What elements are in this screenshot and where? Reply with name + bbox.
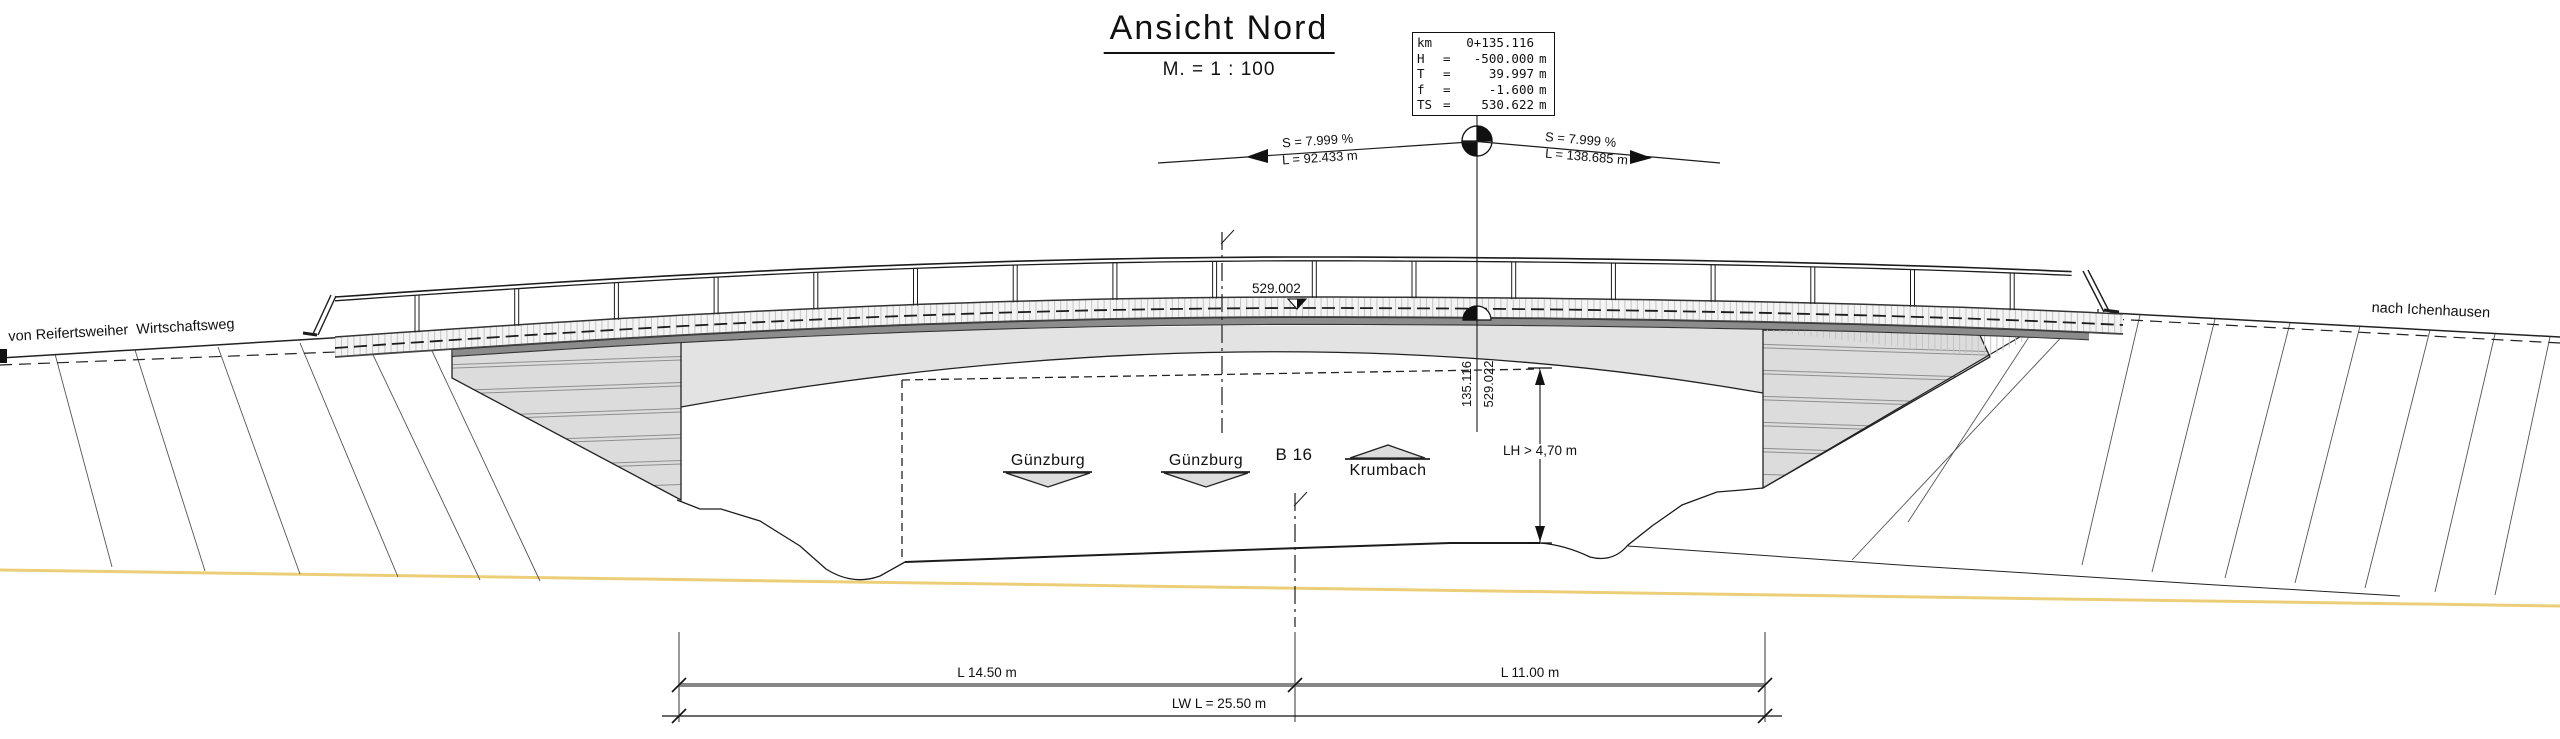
underpass-road <box>676 487 1764 581</box>
superstructure-concrete <box>681 325 1763 407</box>
arrow-guenzburg-2 <box>1163 472 1249 488</box>
gradient-arrow-left <box>1246 149 1268 163</box>
edge-beam <box>452 318 2090 356</box>
destination-arrows <box>1003 444 1430 488</box>
station-value-label: 135.116 <box>1458 360 1474 408</box>
soffit-curve <box>680 351 1764 408</box>
route-number: B 16 <box>1275 445 1313 464</box>
tangent-point-symbol <box>1461 125 1493 157</box>
wing-wall-left <box>451 338 682 502</box>
abutment-foot-left <box>676 499 906 581</box>
abutment-foot-right <box>1539 487 1764 560</box>
destination-guenzburg-1: Günzburg <box>1010 452 1086 469</box>
gradient-arrow-right <box>1630 150 1652 164</box>
deck-station-marker <box>1462 305 1492 321</box>
span-dimensions <box>662 632 1782 724</box>
drawing-scale: M. = 1 : 100 <box>1162 59 1276 80</box>
ground-line-left <box>0 336 349 359</box>
railing-end-right <box>2082 269 2120 314</box>
b16-road-surface <box>904 542 1540 563</box>
destination-krumbach: Krumbach <box>1349 462 1427 479</box>
dim-span-left-label: L 14.50 m <box>957 665 1017 680</box>
embankment-slope-lines-left <box>54 335 541 582</box>
clearance-height-label: LH > 4,70 m <box>1499 443 1581 459</box>
railing-end-left <box>302 294 337 337</box>
arrow-guenzburg-1 <box>1005 472 1091 488</box>
axes <box>1220 116 1478 627</box>
level-marker-529002 <box>1286 298 1308 310</box>
dim-clear-width-label: LW L = 25.50 m <box>1167 696 1271 712</box>
ground-line-right <box>2111 312 2560 338</box>
arrow-krumbach <box>1349 444 1426 459</box>
terrain-yellow-line <box>0 568 2560 608</box>
railing-posts <box>414 261 2015 333</box>
page-title: Ansicht Nord <box>1103 9 1335 55</box>
gradient-diagram <box>1157 140 1721 164</box>
roadway-elevation-label: 529.002 <box>1252 281 1301 296</box>
wing-wall-right <box>1762 317 2053 490</box>
soffit-elevation-label: 529.022 <box>1480 360 1496 408</box>
clearance-gauge <box>901 368 1541 557</box>
embankment-slope-lines-right <box>1851 311 2551 596</box>
ground-line-right-of-ditch <box>1627 545 2401 597</box>
dim-span-right-label: L 11.00 m <box>1500 665 1560 680</box>
edge-cut-mark <box>0 349 7 363</box>
curve-box-row: km 0+135.116 <box>1417 35 1534 51</box>
destination-guenzburg-2: Günzburg <box>1168 452 1244 469</box>
ground-dashed-right <box>2111 318 2560 344</box>
railing <box>302 256 2120 337</box>
bridge-deck <box>334 296 2124 358</box>
